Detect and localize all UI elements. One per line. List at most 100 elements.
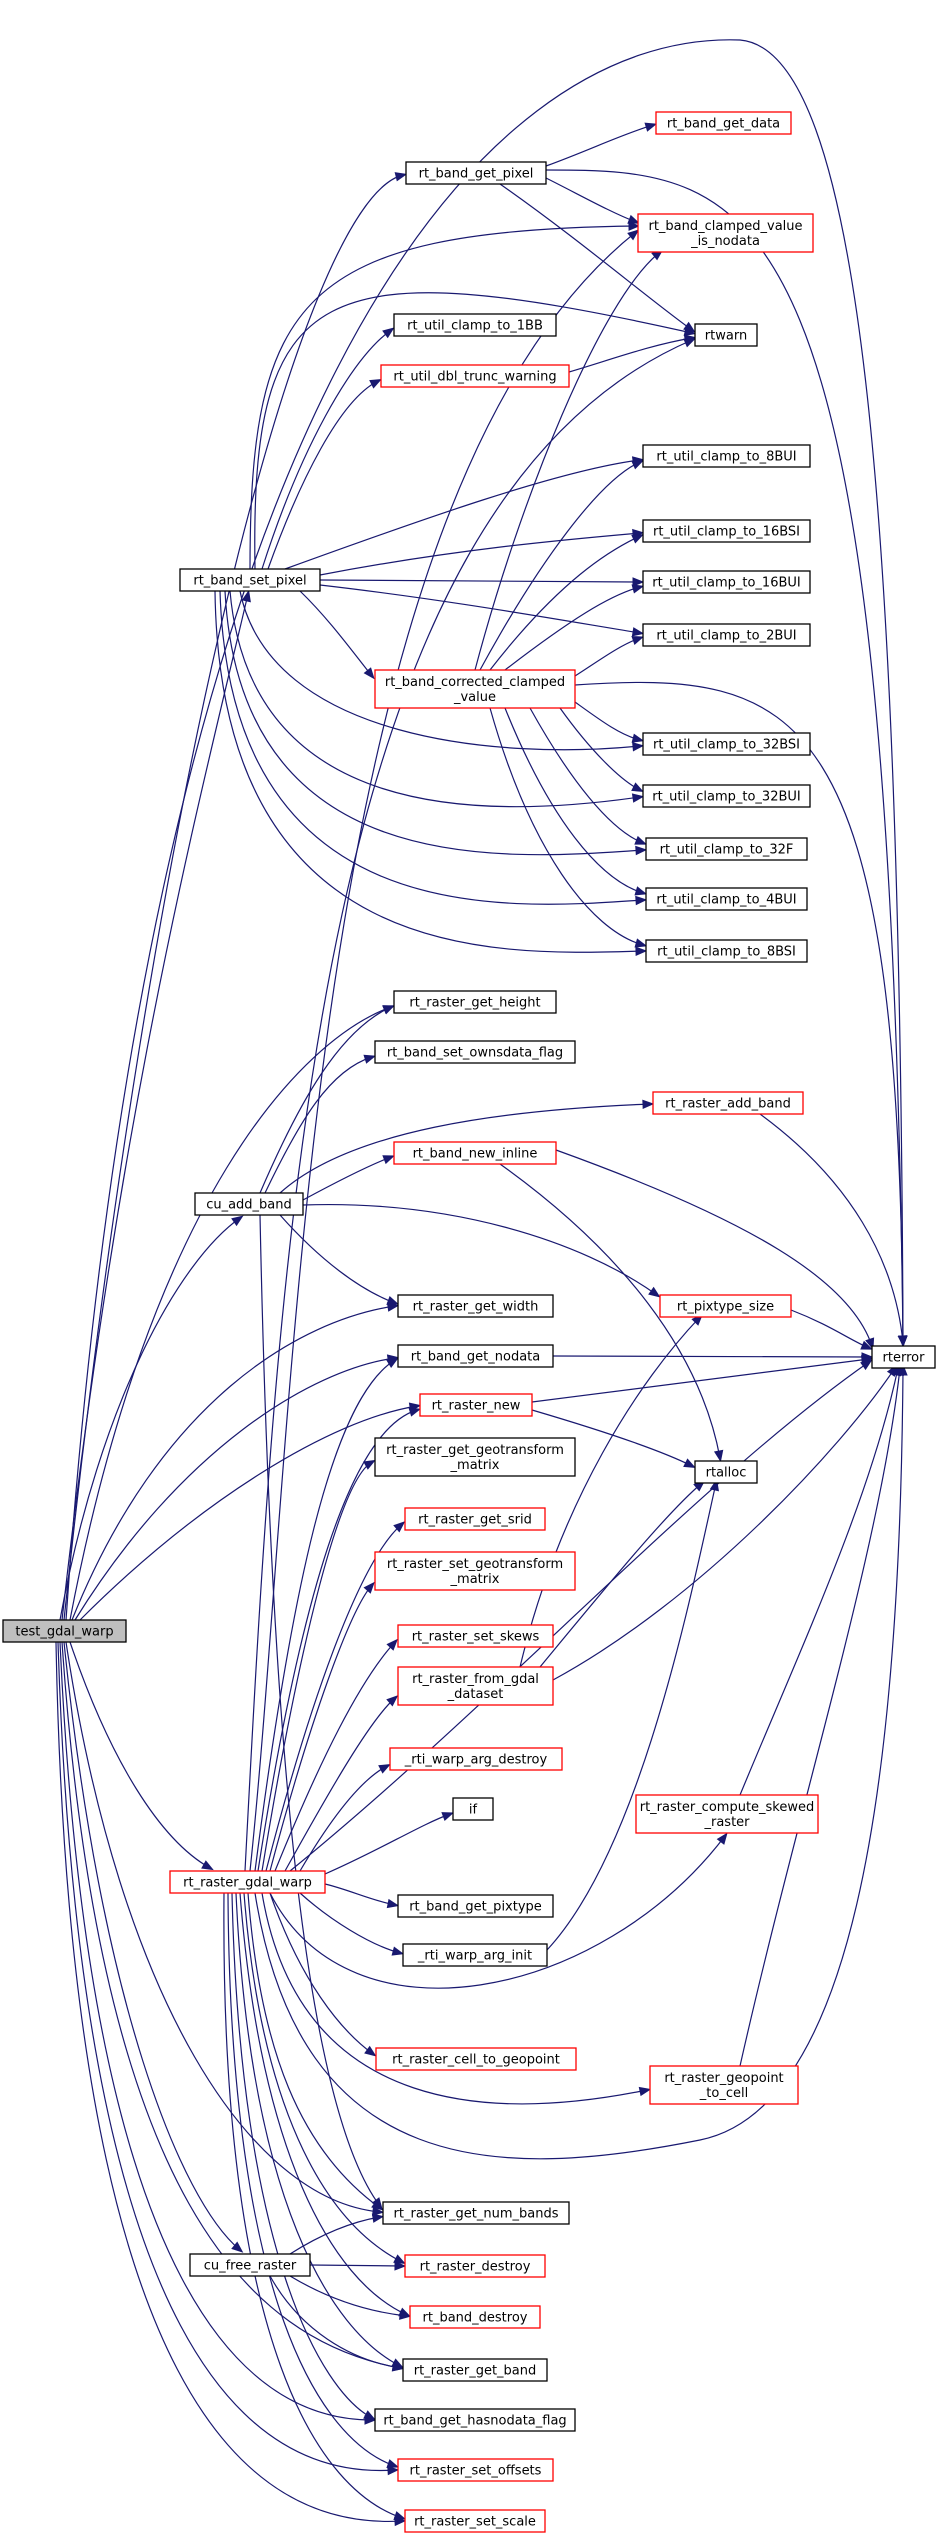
edge-rt-raster-gdal-warp-to-rt-band-clamped-value-is-nodata	[249, 229, 640, 1872]
node-rt-raster-gdal-warp[interactable]: rt_raster_gdal_warp	[169, 1870, 326, 1894]
node-rt-util-clamp-to-32f[interactable]: rt_util_clamp_to_32F	[645, 837, 808, 861]
edge-rt-band-set-pixel-to-rt-util-clamp-to-2bui	[319, 584, 645, 637]
node-label: rt_band_get_pixtype	[409, 1900, 542, 1915]
node-rt-raster-get-height[interactable]: rt_raster_get_height	[393, 990, 557, 1014]
node-rt-band-destroy[interactable]: rt_band_destroy	[409, 2305, 541, 2329]
node-rt-util-clamp-to-16bui[interactable]: rt_util_clamp_to_16BUI	[642, 570, 811, 594]
node-rt-util-clamp-to-32bsi[interactable]: rt_util_clamp_to_32BSI	[642, 732, 811, 756]
node-box	[194, 1192, 304, 1216]
node-if[interactable]: if	[452, 1797, 494, 1821]
node-rt-util-clamp-to-32bui[interactable]: rt_util_clamp_to_32BUI	[642, 784, 811, 808]
node-box	[2, 1619, 127, 1643]
node-rt-raster-new[interactable]: rt_raster_new	[419, 1393, 533, 1417]
node-rterror[interactable]: rterror	[871, 1345, 936, 1369]
edge-rt-band-corrected-clamped-value-to-rt-util-clamp-to-32f	[529, 707, 648, 845]
node-label: rt_util_clamp_to_1BB	[407, 319, 543, 334]
node-rt-raster-get-num-bands[interactable]: rt_raster_get_num_bands	[382, 2201, 570, 2225]
node-box	[393, 313, 557, 337]
node-rt-raster-set-geotransform-matrix[interactable]: rt_raster_set_geotransform_matrix	[374, 1551, 576, 1591]
node-rt-util-clamp-to-16bsi[interactable]: rt_util_clamp_to_16BSI	[642, 519, 811, 543]
node-rt-util-clamp-to-8bui[interactable]: rt_util_clamp_to_8BUI	[642, 444, 811, 468]
node-rt-raster-get-srid[interactable]: rt_raster_get_srid	[404, 1507, 546, 1531]
edge-rt-band-new-inline-to-rtalloc	[499, 1163, 724, 1463]
edge-rt-band-set-pixel-to-rt-util-clamp-to-32f	[224, 590, 648, 856]
node-rt-raster-set-offsets[interactable]: rt_raster_set_offsets	[397, 2458, 554, 2482]
node-box	[397, 1344, 554, 1368]
node-rt-util-clamp-to-8bsi[interactable]: rt_util_clamp_to_8BSI	[645, 939, 808, 963]
node-label: rt_band_set_pixel	[193, 574, 306, 589]
edge-test-gdal-warp-to-cu-free-raster	[63, 1641, 244, 2253]
node-rt-raster-set-skews[interactable]: rt_raster_set_skews	[397, 1624, 554, 1648]
node-label: rt_band_get_nodata	[411, 1350, 540, 1365]
edge-rt-band-corrected-clamped-value-to-rt-util-clamp-to-8bsi	[489, 707, 648, 948]
node-rt-raster-add-band[interactable]: rt_raster_add_band	[652, 1091, 804, 1115]
node-label: rt_pixtype_size	[677, 1300, 774, 1315]
node-rt-band-get-nodata[interactable]: rt_band_get_nodata	[397, 1344, 554, 1368]
node-rt-band-corrected-clamped-value[interactable]: rt_band_corrected_clamped_value	[374, 669, 576, 709]
node-rt-raster-destroy[interactable]: rt_raster_destroy	[404, 2254, 546, 2278]
edge-rt-band-set-pixel-to-rt-band-clamped-value-is-nodata	[249, 221, 641, 570]
edge-rt-band-set-pixel-to-rt-util-clamp-to-32bui	[229, 590, 645, 808]
node-label: rtwarn	[705, 329, 747, 344]
node-cu-add-band[interactable]: cu_add_band	[194, 1192, 304, 1216]
node-cu-free-raster[interactable]: cu_free_raster	[189, 2253, 311, 2277]
node-label: rt_raster_gdal_warp	[183, 1876, 312, 1891]
node-test-gdal-warp[interactable]: test_gdal_warp	[2, 1619, 127, 1643]
node-rt-raster-cell-to-geopoint[interactable]: rt_raster_cell_to_geopoint	[375, 2047, 577, 2071]
node-rt-pixtype-size[interactable]: rt_pixtype_size	[659, 1294, 792, 1318]
node-rt-raster-set-scale[interactable]: rt_raster_set_scale	[404, 2509, 546, 2533]
node-label: rt_band_get_hasnodata_flag	[383, 2414, 566, 2429]
node-rt-util-dbl-trunc-warning[interactable]: rt_util_dbl_trunc_warning	[380, 364, 570, 388]
node-box	[642, 623, 811, 647]
node-rti-warp-arg-destroy[interactable]: _rti_warp_arg_destroy	[389, 1747, 563, 1771]
node-rt-raster-geopoint-to-cell[interactable]: rt_raster_geopoint_to_cell	[649, 2065, 799, 2105]
node-rt-band-set-ownsdata-flag[interactable]: rt_band_set_ownsdata_flag	[374, 1040, 576, 1064]
node-rt-raster-get-band[interactable]: rt_raster_get_band	[402, 2358, 548, 2382]
node-rtwarn[interactable]: rtwarn	[694, 323, 758, 347]
edge-cu-add-band-to-rt-band-new-inline	[302, 1155, 396, 1201]
node-rt-raster-compute-skewed-raster[interactable]: rt_raster_compute_skewed_raster	[635, 1794, 819, 1834]
node-box	[374, 1551, 576, 1591]
node-rt-band-get-data[interactable]: rt_band_get_data	[655, 111, 792, 135]
node-rt-band-get-pixel[interactable]: rt_band_get_pixel	[405, 161, 547, 185]
node-rt-util-clamp-to-1bb[interactable]: rt_util_clamp_to_1BB	[393, 313, 557, 337]
node-label: rt_raster_get_geotransform	[386, 1443, 564, 1458]
node-rti-warp-arg-init[interactable]: _rti_warp_arg_init	[402, 1943, 548, 1967]
node-rt-band-get-pixtype[interactable]: rt_band_get_pixtype	[397, 1894, 554, 1918]
node-rt-raster-get-geotransform-matrix[interactable]: rt_raster_get_geotransform_matrix	[374, 1437, 576, 1477]
node-rt-band-set-pixel[interactable]: rt_band_set_pixel	[179, 568, 321, 592]
edge-test-gdal-warp-to-rt-raster-gdal-warp	[69, 1641, 214, 1871]
edge-rt-raster-gdal-warp-to-rt-raster-get-srid	[265, 1521, 406, 1872]
edge-cu-add-band-to-rt-band-set-ownsdata-flag	[264, 1054, 377, 1194]
node-rt-band-get-hasnodata-flag[interactable]: rt_band_get_hasnodata_flag	[374, 2408, 576, 2432]
node-rtalloc[interactable]: rtalloc	[694, 1460, 758, 1484]
edge-test-gdal-warp-to-rt-raster-get-width	[71, 1302, 400, 1621]
node-box	[642, 570, 811, 594]
node-box	[637, 213, 814, 253]
node-box	[655, 111, 792, 135]
node-rt-band-new-inline[interactable]: rt_band_new_inline	[393, 1141, 557, 1165]
edge-rt-band-corrected-clamped-value-to-rt-util-clamp-to-8bui	[479, 460, 644, 671]
node-box	[645, 939, 808, 963]
node-label: rt_band_new_inline	[413, 1147, 538, 1162]
edge-rt-util-dbl-trunc-warning-to-rtwarn	[568, 334, 697, 373]
edge-test-gdal-warp-to-rt-band-set-pixel	[61, 589, 251, 1621]
node-label: rt_band_corrected_clamped	[385, 675, 565, 690]
edge-rt-band-set-pixel-to-rt-util-clamp-to-16bui	[319, 577, 645, 587]
node-label: test_gdal_warp	[15, 1625, 113, 1640]
node-rt-raster-get-width[interactable]: rt_raster_get_width	[397, 1294, 554, 1318]
node-label: rt_util_clamp_to_4BUI	[656, 893, 796, 908]
node-label: rt_util_clamp_to_2BUI	[656, 629, 796, 644]
node-rt-util-clamp-to-2bui[interactable]: rt_util_clamp_to_2BUI	[642, 623, 811, 647]
edge-test-gdal-warp-to-rt-band-get-pixel	[63, 172, 408, 1621]
node-box	[374, 1437, 576, 1477]
node-rt-util-clamp-to-4bui[interactable]: rt_util_clamp_to_4BUI	[645, 887, 808, 911]
node-rt-raster-from-gdal-dataset[interactable]: rt_raster_from_gdal_dataset	[397, 1666, 554, 1706]
edge-rt-raster-gdal-warp-to-rt-band-get-hasnodata-flag	[231, 1892, 376, 2421]
node-rt-band-clamped-value-is-nodata[interactable]: rt_band_clamped_value_is_nodata	[637, 213, 814, 253]
edge-cu-free-raster-to-rt-raster-destroy	[309, 2261, 407, 2271]
edge-rti-warp-arg-init-to-rtalloc	[546, 1478, 719, 1951]
node-box	[397, 1666, 554, 1706]
node-box	[402, 1943, 548, 1967]
